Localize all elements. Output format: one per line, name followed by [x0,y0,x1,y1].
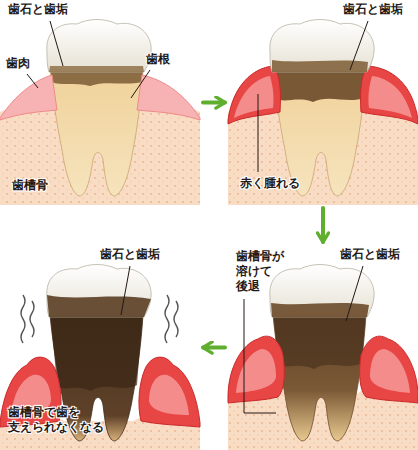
label-holder: 赤く腫れる [240,176,300,191]
label-holder: 歯槽骨が 溶けて 後退 [236,249,284,294]
label-holder: 歯石と歯垢 [343,2,403,17]
part-label: 歯石と歯垢 [340,247,400,262]
flow-arrow [203,346,225,350]
stage-panel: 歯石と歯垢赤く腫れる [228,0,418,205]
advanced-periodontitis-tooth [0,265,200,450]
healthy-tooth [0,20,200,206]
symptom-label: 赤く腫れる [240,176,300,191]
symptom-label: 歯槽骨で歯を 支えられなくなる [8,405,104,435]
part-label: 歯石と歯垢 [8,2,68,17]
label-holder: 歯石と歯垢 [100,247,160,262]
symptom-label: 歯槽骨が 溶けて 後退 [236,249,284,294]
part-label: 歯槽骨 [12,178,48,193]
label-holder: 歯石と歯垢 [340,247,400,262]
label-holder: 歯石と歯垢 [8,2,68,17]
flow-arrow [203,101,225,105]
label-holder: 歯肉 [6,56,30,71]
label-holder: 歯槽骨で歯を 支えられなくなる [8,405,104,435]
part-label: 歯石と歯垢 [100,247,160,262]
stage-panel: 歯石と歯垢歯槽骨で歯を 支えられなくなる [0,245,200,450]
part-label: 歯石と歯垢 [343,2,403,17]
gingivitis-tooth [228,20,418,206]
label-holder: 歯槽骨 [12,178,48,193]
stage-panel: 歯石と歯垢歯肉 歯根歯槽骨 [0,0,200,205]
part-label: 歯肉 [6,56,30,71]
flow-arrow [321,208,325,242]
stage-panel: 歯槽骨が 溶けて 後退 歯石と歯垢 [228,245,418,450]
label-holder: 歯根 [146,52,170,67]
part-label: 歯根 [146,52,170,67]
